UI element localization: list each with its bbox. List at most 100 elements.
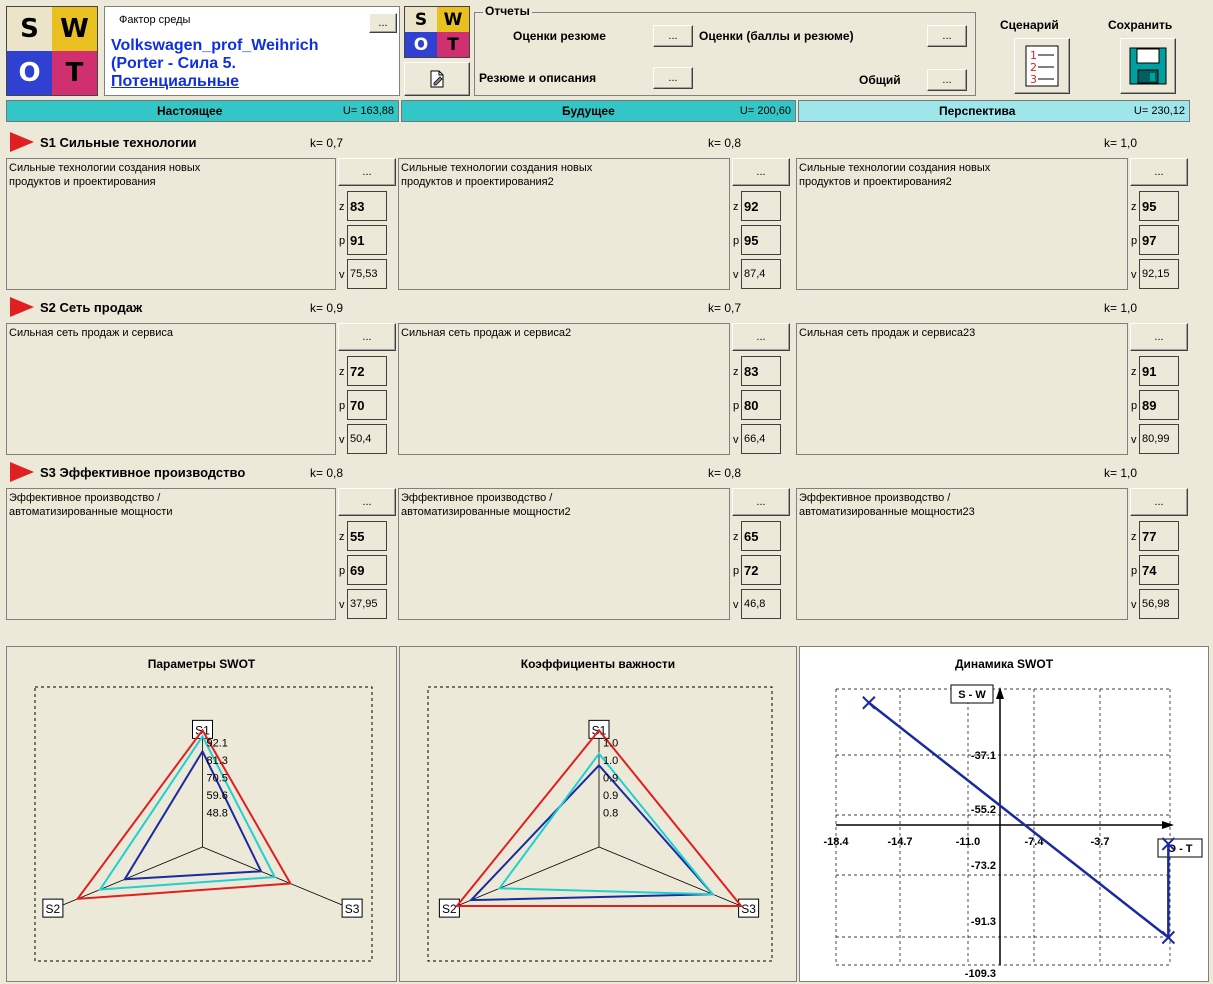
chart-1-title: Параметры SWOT — [147, 657, 256, 671]
factor-description[interactable]: Сильная сеть продаж и сервиса2 — [398, 323, 730, 455]
factor-line-1: Volkswagen_prof_Weihrich — [111, 37, 319, 54]
edit-document-button[interactable] — [404, 62, 470, 96]
field-z-input[interactable]: 55 — [347, 521, 387, 551]
y-tick-label: -55.2 — [971, 804, 996, 816]
field-z-input[interactable]: 92 — [741, 191, 781, 221]
field-z-input[interactable]: 65 — [741, 521, 781, 551]
radar-axis — [52, 846, 203, 910]
field-v-input[interactable]: 87,4 — [741, 259, 781, 289]
factor-edit-button[interactable]: ... — [732, 488, 790, 516]
field-letter-v: v — [733, 269, 739, 281]
factor-title[interactable]: S1 Сильные технологии — [40, 135, 197, 150]
factor-name[interactable]: Volkswagen_prof_Weihrich (Porter - Сила … — [111, 37, 397, 91]
factor-expand-icon[interactable] — [10, 132, 34, 152]
radar-tick-label: 1.0 — [603, 755, 618, 767]
field-v-input[interactable]: 46,8 — [741, 589, 781, 619]
factor-k-value: k= 1,0 — [1104, 136, 1138, 150]
field-p-input[interactable]: 89 — [1139, 390, 1179, 420]
field-p-input[interactable]: 80 — [741, 390, 781, 420]
factor-title[interactable]: S3 Эффективное производство — [40, 465, 246, 480]
header-future[interactable]: Будущее U= 200,60 — [401, 100, 796, 122]
radar-tick-label: 1.0 — [603, 738, 618, 750]
factor-edit-button[interactable]: ... — [732, 158, 790, 186]
field-v-input[interactable]: 66,4 — [741, 424, 781, 454]
factor-description[interactable]: Сильная сеть продаж и сервиса23 — [796, 323, 1128, 455]
field-z-input[interactable]: 95 — [1139, 191, 1179, 221]
header-current-u: U= 163,88 — [342, 105, 394, 117]
factor-edit-button[interactable]: ... — [1130, 158, 1188, 186]
header-perspective[interactable]: Перспектива U= 230,12 — [798, 100, 1190, 122]
field-z-input[interactable]: 83 — [741, 356, 781, 386]
report-scores-button[interactable]: ... — [927, 25, 967, 47]
field-z-input[interactable]: 77 — [1139, 521, 1179, 551]
factor-description[interactable]: Эффективное производство / автоматизиров… — [398, 488, 730, 620]
field-v-input[interactable]: 92,15 — [1139, 259, 1179, 289]
field-letter-p: p — [1131, 400, 1138, 412]
swot-small-logo[interactable]: S W O T — [404, 6, 470, 58]
floppy-disk-icon — [1129, 47, 1167, 85]
factor-description[interactable]: Эффективное производство / автоматизиров… — [6, 488, 336, 620]
factor-edit-button[interactable]: ... — [1130, 488, 1188, 516]
svg-text:1: 1 — [1030, 49, 1037, 62]
factor-description[interactable]: Сильные технологии создания новых продук… — [398, 158, 730, 290]
field-p-input[interactable]: 97 — [1139, 225, 1179, 255]
field-z-input[interactable]: 91 — [1139, 356, 1179, 386]
field-p-input[interactable]: 69 — [347, 555, 387, 585]
field-p-input[interactable]: 72 — [741, 555, 781, 585]
field-v-input[interactable]: 50,4 — [347, 424, 387, 454]
header-future-label: Будущее — [562, 104, 615, 118]
factor-title[interactable]: S2 Сеть продаж — [40, 300, 143, 315]
small-logo-w: W — [437, 7, 469, 32]
field-p-input[interactable]: 95 — [741, 225, 781, 255]
factor-k-value: k= 0,7 — [310, 136, 344, 150]
factor-k-value: k= 1,0 — [1104, 466, 1138, 480]
factor-expand-icon[interactable] — [10, 297, 34, 317]
radar-series-2 — [497, 752, 715, 896]
field-letter-v: v — [733, 599, 739, 611]
factor-line-2: (Porter - Сила 5. — [111, 55, 236, 72]
report-general-button[interactable]: ... — [927, 69, 967, 91]
factor-edit-button[interactable]: ... — [338, 323, 396, 351]
radar-axis — [449, 846, 600, 910]
report-descriptions-label: Резюме и описания — [479, 71, 597, 85]
radar-series-3 — [75, 728, 293, 901]
factor-description[interactable]: Сильные технологии создания новых продук… — [6, 158, 336, 290]
report-summary-button[interactable]: ... — [653, 25, 693, 47]
field-p-input[interactable]: 70 — [347, 390, 387, 420]
dynamics-point — [1161, 930, 1176, 945]
factor-description[interactable]: Эффективное производство / автоматизиров… — [796, 488, 1128, 620]
factor-description[interactable]: Сильная сеть продаж и сервиса — [6, 323, 336, 455]
field-letter-p: p — [339, 565, 346, 577]
x-tick-label: -14.7 — [887, 836, 912, 848]
factor-edit-button[interactable]: ... — [732, 323, 790, 351]
x-tick-label: -18.4 — [823, 836, 849, 848]
field-v-input[interactable]: 75,53 — [347, 259, 387, 289]
field-v-input[interactable]: 37,95 — [347, 589, 387, 619]
radar-series-1 — [468, 763, 715, 902]
dynamics-point — [1161, 837, 1176, 851]
factor-dots-button[interactable]: ... — [369, 13, 397, 33]
field-z-input[interactable]: 72 — [347, 356, 387, 386]
factor-edit-button[interactable]: ... — [338, 158, 396, 186]
factor-k-value: k= 0,8 — [708, 136, 742, 150]
field-z-input[interactable]: 83 — [347, 191, 387, 221]
save-button[interactable] — [1120, 38, 1176, 94]
field-v-input[interactable]: 80,99 — [1139, 424, 1179, 454]
factor-edit-button[interactable]: ... — [1130, 323, 1188, 351]
dynamics-chart: S - WO - T-18.4-14.7-11.0-7.4-3.7-37.1-5… — [823, 684, 1203, 980]
field-p-input[interactable]: 91 — [347, 225, 387, 255]
report-descriptions-button[interactable]: ... — [653, 67, 693, 89]
field-p-input[interactable]: 74 — [1139, 555, 1179, 585]
header-current[interactable]: Настоящее U= 163,88 — [6, 100, 399, 122]
field-letter-p: p — [733, 235, 740, 247]
field-letter-z: z — [733, 366, 739, 378]
radar-tick-label: 92.1 — [207, 738, 228, 750]
factor-description[interactable]: Сильные технологии создания новых продук… — [796, 158, 1128, 290]
factor-expand-icon[interactable] — [10, 462, 34, 482]
radar-axis-box — [341, 898, 363, 918]
factor-edit-button[interactable]: ... — [338, 488, 396, 516]
field-letter-v: v — [339, 269, 345, 281]
field-v-input[interactable]: 56,98 — [1139, 589, 1179, 619]
